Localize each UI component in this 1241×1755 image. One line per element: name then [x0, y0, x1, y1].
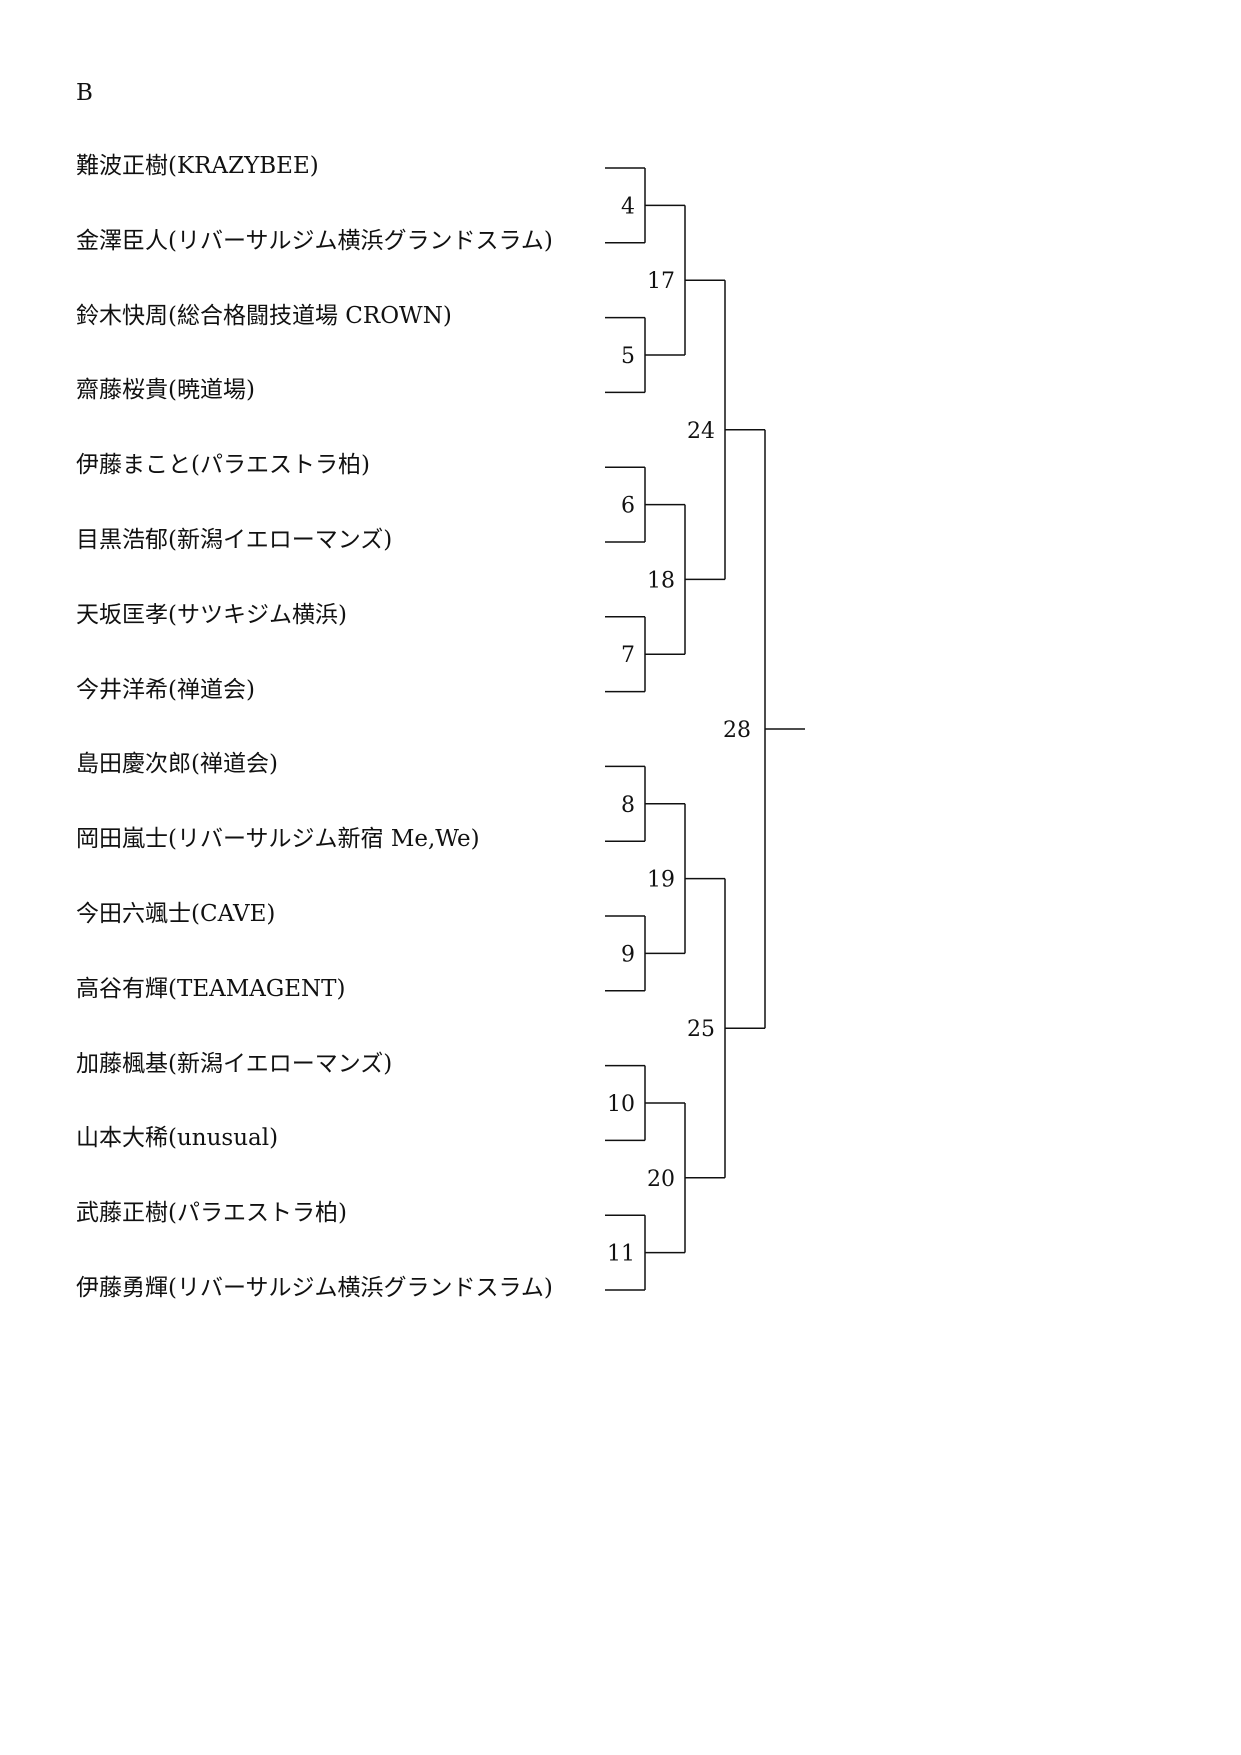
match-number: 24	[687, 419, 715, 444]
player-entry: 今田六颯士(CAVE)	[76, 901, 276, 927]
match-number: 25	[687, 1017, 715, 1042]
player-entry: 鈴木快周(総合格闘技道場 CROWN)	[76, 302, 452, 329]
player-entry: 天坂匡孝(サツキジム横浜)	[76, 601, 347, 628]
match-number: 8	[621, 793, 635, 818]
match-number: 7	[621, 643, 635, 668]
block-label: B	[76, 80, 93, 106]
player-entry: 島田慶次郎(禅道会)	[76, 751, 278, 778]
player-entry: 加藤楓基(新潟イエローマンズ)	[76, 1050, 393, 1077]
player-entry: 伊藤勇輝(リバーサルジム横浜グランドスラム)	[76, 1275, 553, 1301]
player-entry: 山本大稀(unusual)	[76, 1125, 279, 1152]
match-number: 17	[647, 269, 675, 294]
match-number: 9	[621, 942, 635, 967]
player-entry: 高谷有輝(TEAMAGENT)	[76, 975, 346, 1002]
match-number: 20	[647, 1167, 675, 1192]
match-number: 6	[621, 494, 635, 519]
match-number: 18	[647, 568, 675, 593]
player-entry: 今井洋希(禅道会)	[76, 676, 255, 703]
match-number: 28	[723, 718, 751, 743]
match-number: 4	[621, 194, 635, 219]
match-number: 11	[607, 1242, 635, 1267]
player-entry: 齋藤桜貴(暁道場)	[76, 377, 255, 404]
match-number: 10	[607, 1092, 635, 1117]
player-entry: 岡田嵐士(リバーサルジム新宿 Me,We)	[76, 826, 480, 853]
player-entry: 難波正樹(KRAZYBEE)	[76, 153, 319, 179]
player-entry: 目黒浩郁(新潟イエローマンズ)	[76, 527, 393, 553]
match-number: 5	[621, 344, 635, 369]
match-number: 19	[647, 868, 675, 893]
player-entry: 金澤臣人(リバーサルジム横浜グランドスラム)	[76, 227, 553, 254]
player-entry: 伊藤まこと(パラエストラ柏)	[76, 452, 370, 479]
player-entry: 武藤正樹(パラエストラ柏)	[76, 1200, 347, 1227]
